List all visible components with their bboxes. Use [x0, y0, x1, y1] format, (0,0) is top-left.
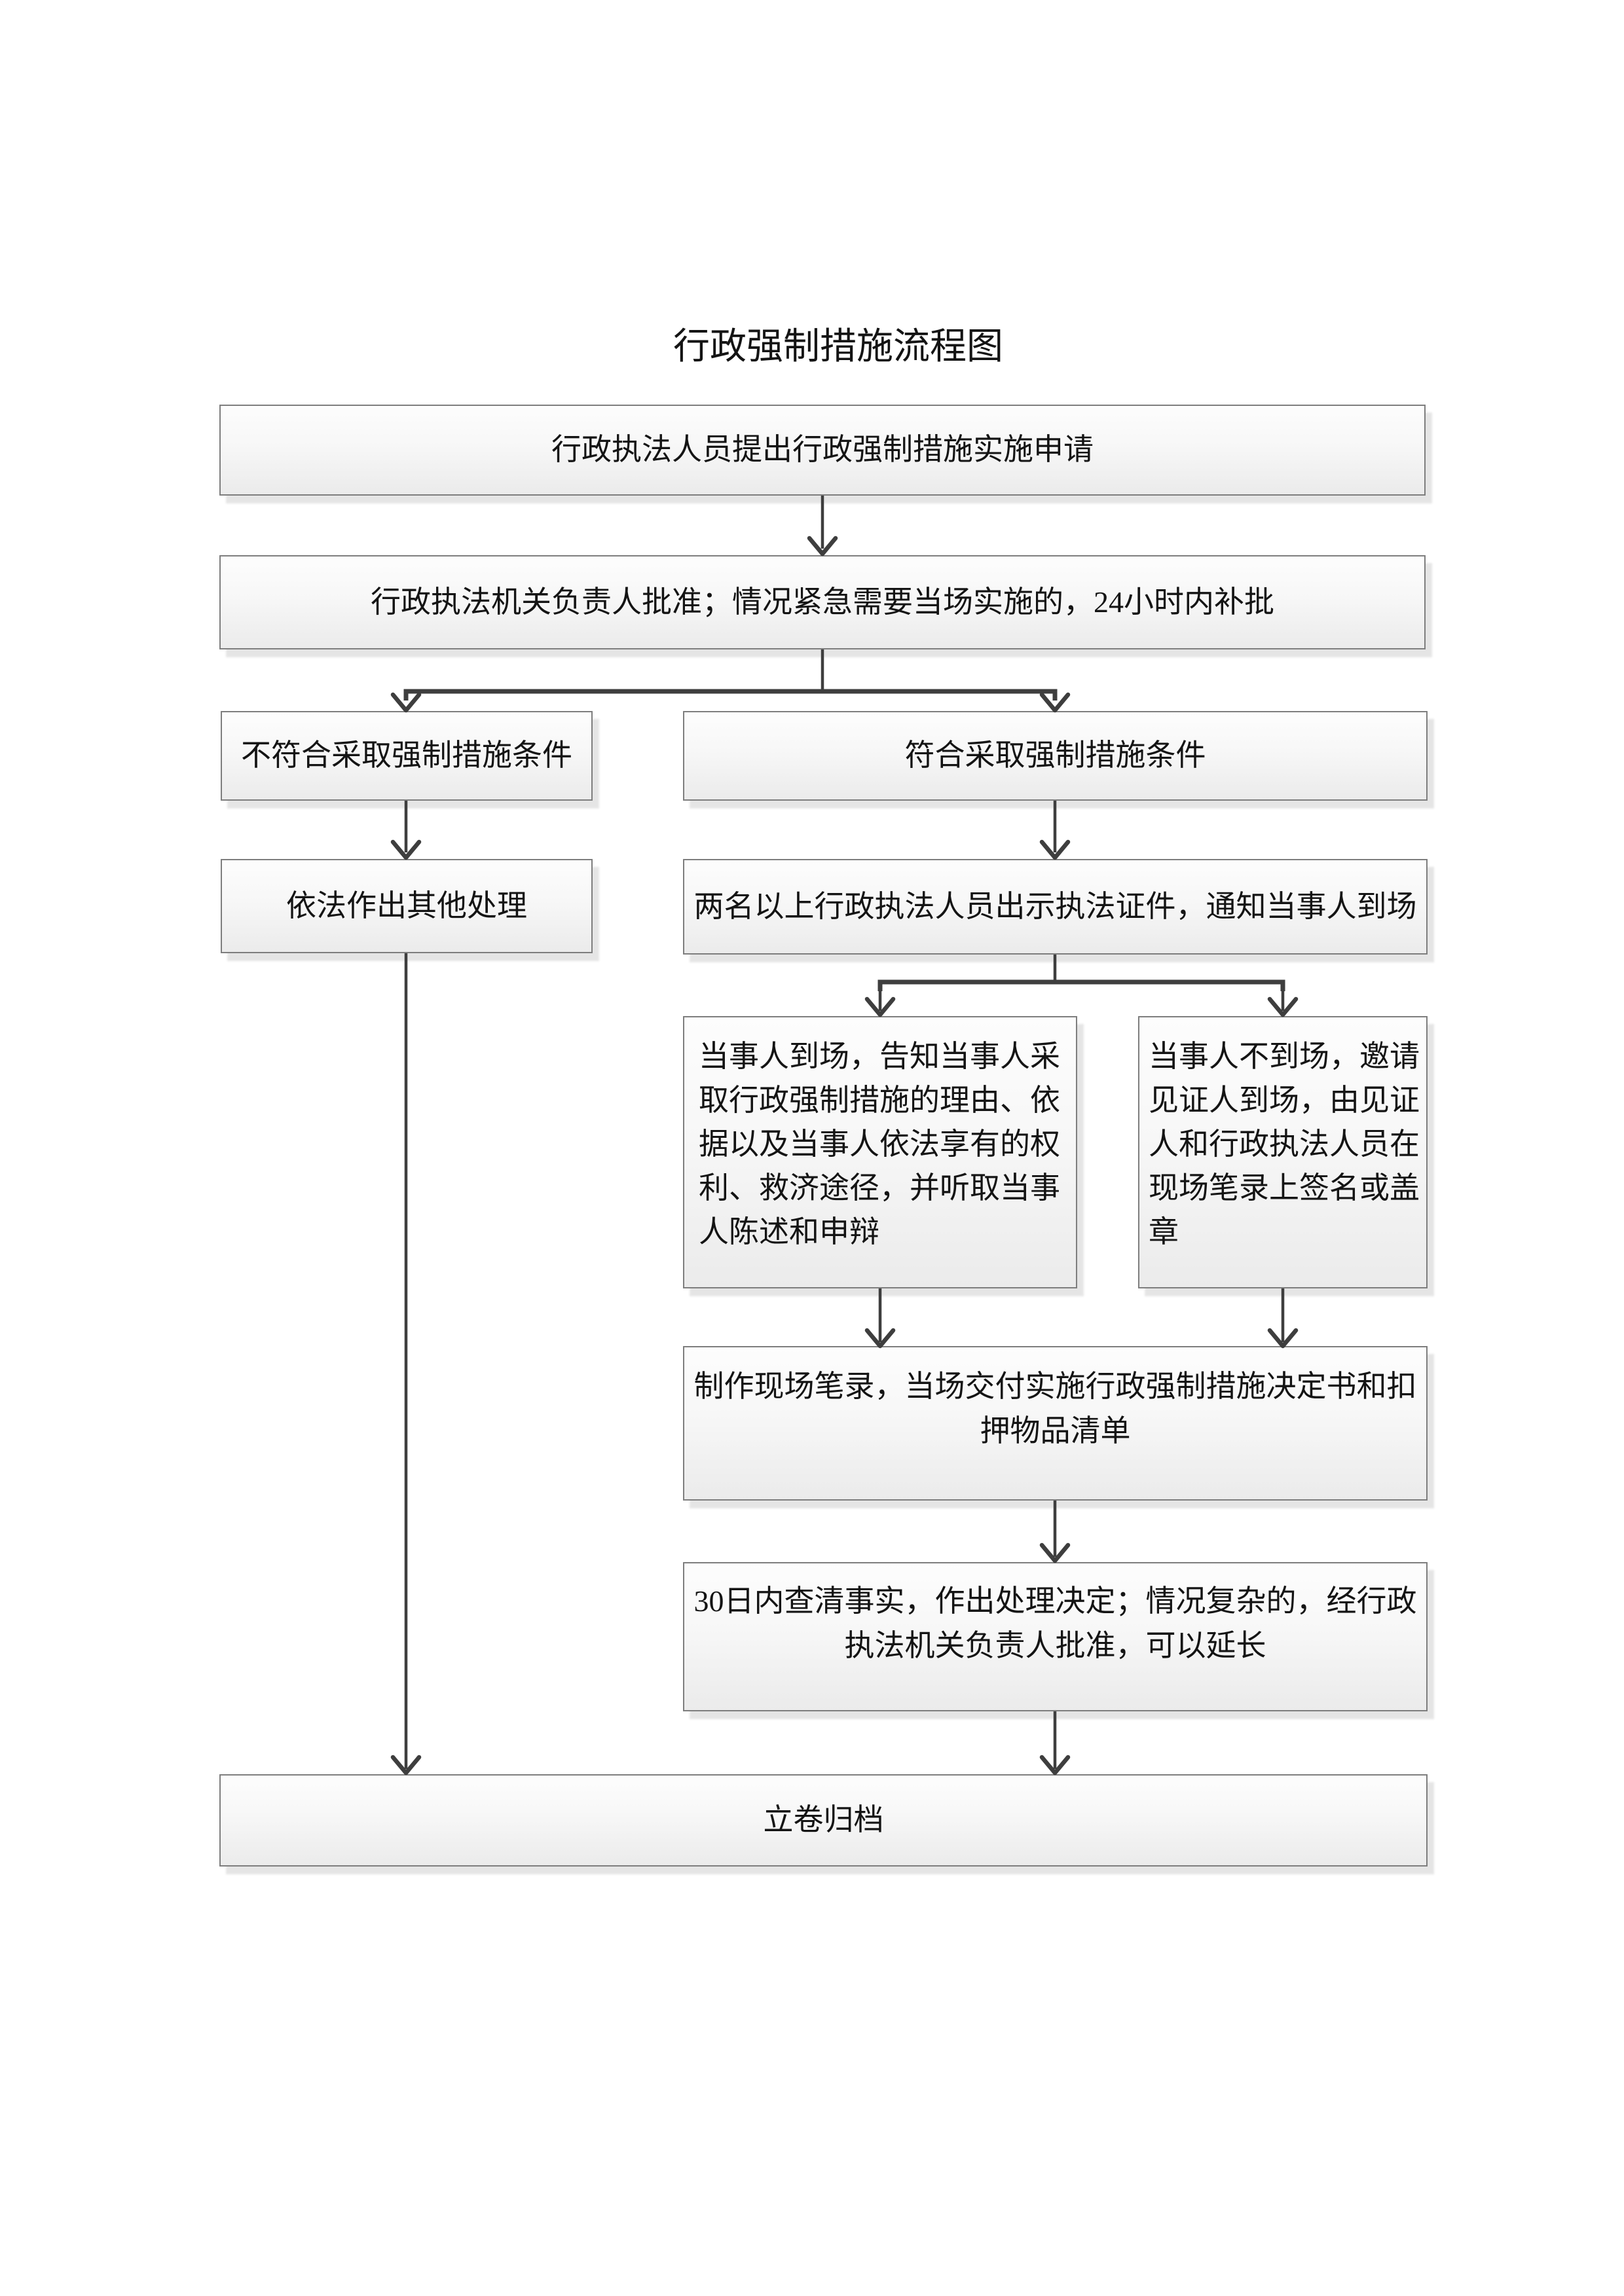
connector-party-present-to-onsite-record — [864, 1288, 896, 1349]
node-party-present-line: 当事人到场，告知当事人采 — [699, 1040, 1060, 1073]
node-party-absent-line: 人和行政执法人员在 — [1149, 1127, 1420, 1161]
node-party-present-line: 人陈述和申辩 — [699, 1215, 879, 1248]
connector-onsite-record-to-decision — [1039, 1501, 1071, 1563]
node-archive-label: 立卷归档 — [763, 1803, 884, 1837]
node-party-absent: 当事人不到场，邀请 见证人到场，由见证 人和行政执法人员在 现场笔录上签名或盖 … — [1138, 1016, 1428, 1288]
node-party-present: 当事人到场，告知当事人采 取行政强制措施的理由、依 据以及当事人依法享有的权 利… — [683, 1016, 1077, 1288]
connector-decision-to-archive — [1039, 1711, 1071, 1776]
connector-other-handling-to-archive — [390, 953, 422, 1776]
arrowhead-down-icon — [390, 839, 422, 860]
arrowhead-down-icon — [1267, 996, 1299, 1017]
connector-party-absent-to-onsite-record — [1267, 1288, 1299, 1349]
connector-apply-to-approve — [807, 496, 838, 556]
node-other-handling: 依法作出其他处理 — [221, 859, 593, 953]
node-party-absent-line: 现场笔录上签名或盖 — [1149, 1171, 1420, 1205]
page-title: 行政强制措施流程图 — [673, 327, 1003, 367]
node-onsite-record-line: 制作现场笔录，当场交付实施行政强制措施决定书和扣 — [693, 1370, 1417, 1403]
node-archive: 立卷归档 — [219, 1774, 1428, 1867]
node-party-absent-line: 当事人不到场，邀请 — [1149, 1040, 1420, 1073]
arrowhead-down-icon — [1039, 1755, 1071, 1776]
connector-show-credentials-split — [864, 955, 1299, 1017]
node-decision-30days: 30日内查清事实，作出处理决定；情况复杂的，经行政 执法机关负责人批准，可以延长 — [683, 1562, 1428, 1711]
node-decision-30days-line: 30日内查清事实，作出处理决定；情况复杂的，经行政 — [693, 1584, 1417, 1618]
node-party-present-line: 据以及当事人依法享有的权 — [699, 1127, 1060, 1161]
node-show-credentials-label: 两名以上行政执法人员出示执法证件，通知当事人到场 — [693, 889, 1417, 923]
connector-not-qualified-to-other-handling — [390, 801, 422, 860]
node-apply-label: 行政执法人员提出行政强制措施实施申请 — [551, 433, 1094, 467]
node-party-absent-line: 见证人到场，由见证 — [1149, 1084, 1420, 1117]
node-approve: 行政执法机关负责人批准；情况紧急需要当场实施的，24小时内补批 — [219, 555, 1426, 649]
arrowhead-down-icon — [1039, 1542, 1071, 1563]
node-not-qualified: 不符合采取强制措施条件 — [221, 711, 593, 801]
arrowhead-down-icon — [864, 1328, 896, 1349]
node-qualified: 符合采取强制措施条件 — [683, 711, 1428, 801]
node-party-absent-line: 章 — [1149, 1215, 1179, 1248]
node-party-present-line: 取行政强制措施的理由、依 — [699, 1084, 1060, 1117]
node-onsite-record: 制作现场笔录，当场交付实施行政强制措施决定书和扣 押物品清单 — [683, 1346, 1428, 1501]
node-approve-label: 行政执法机关负责人批准；情况紧急需要当场实施的，24小时内补批 — [371, 585, 1274, 619]
arrowhead-down-icon — [864, 996, 896, 1017]
node-party-present-line: 利、救济途径，并听取当事 — [699, 1171, 1060, 1205]
arrowhead-down-icon — [807, 536, 838, 556]
node-not-qualified-label: 不符合采取强制措施条件 — [241, 738, 572, 773]
arrowhead-down-icon — [1039, 692, 1071, 713]
connector-qualified-to-show-credentials — [1039, 801, 1071, 860]
arrowhead-down-icon — [1039, 839, 1071, 860]
node-apply: 行政执法人员提出行政强制措施实施申请 — [219, 405, 1426, 496]
node-decision-30days-line: 执法机关负责人批准，可以延长 — [844, 1629, 1266, 1662]
arrowhead-down-icon — [1267, 1328, 1299, 1349]
node-other-handling-label: 依法作出其他处理 — [286, 888, 527, 922]
arrowhead-down-icon — [390, 1755, 422, 1776]
node-qualified-label: 符合采取强制措施条件 — [904, 738, 1206, 773]
arrowhead-down-icon — [390, 692, 422, 713]
node-show-credentials: 两名以上行政执法人员出示执法证件，通知当事人到场 — [683, 859, 1428, 955]
node-onsite-record-line: 押物品清单 — [980, 1414, 1131, 1448]
connector-approve-split — [390, 649, 1071, 713]
